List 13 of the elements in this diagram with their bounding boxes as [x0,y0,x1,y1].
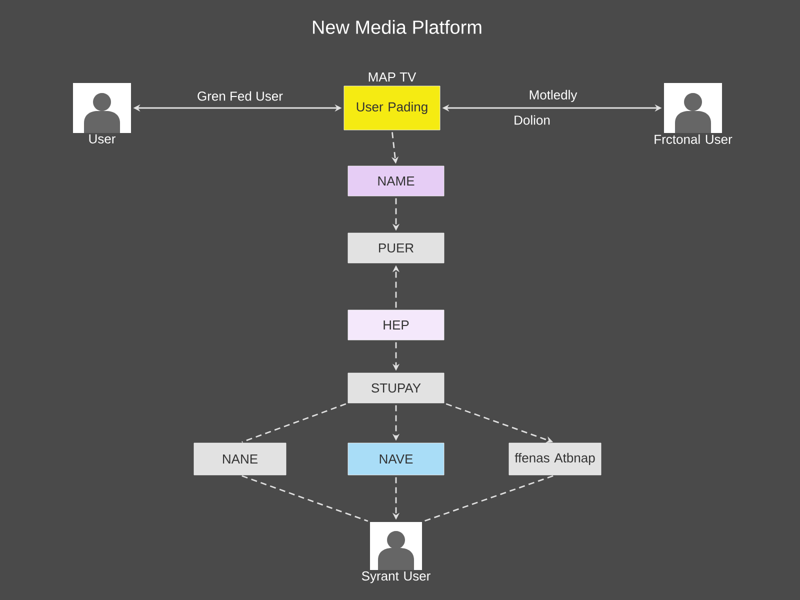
process-box: NAME [348,166,444,196]
edge-label: Motledly [530,90,578,102]
process-box: HEP [348,310,444,340]
edge-label: Gren Fed User [198,91,283,101]
process-box: PUER [348,232,444,264]
process-box: User Pading [344,86,440,130]
note: Dolion [514,115,550,125]
heading: MAP TV [368,72,416,82]
process-box: NANE [194,442,286,476]
title: New Media Platform [313,20,482,34]
process-box: NAVE [348,442,444,476]
process-box: STUPAY [348,372,444,404]
process-box: ffenas Atbnap [508,442,602,476]
